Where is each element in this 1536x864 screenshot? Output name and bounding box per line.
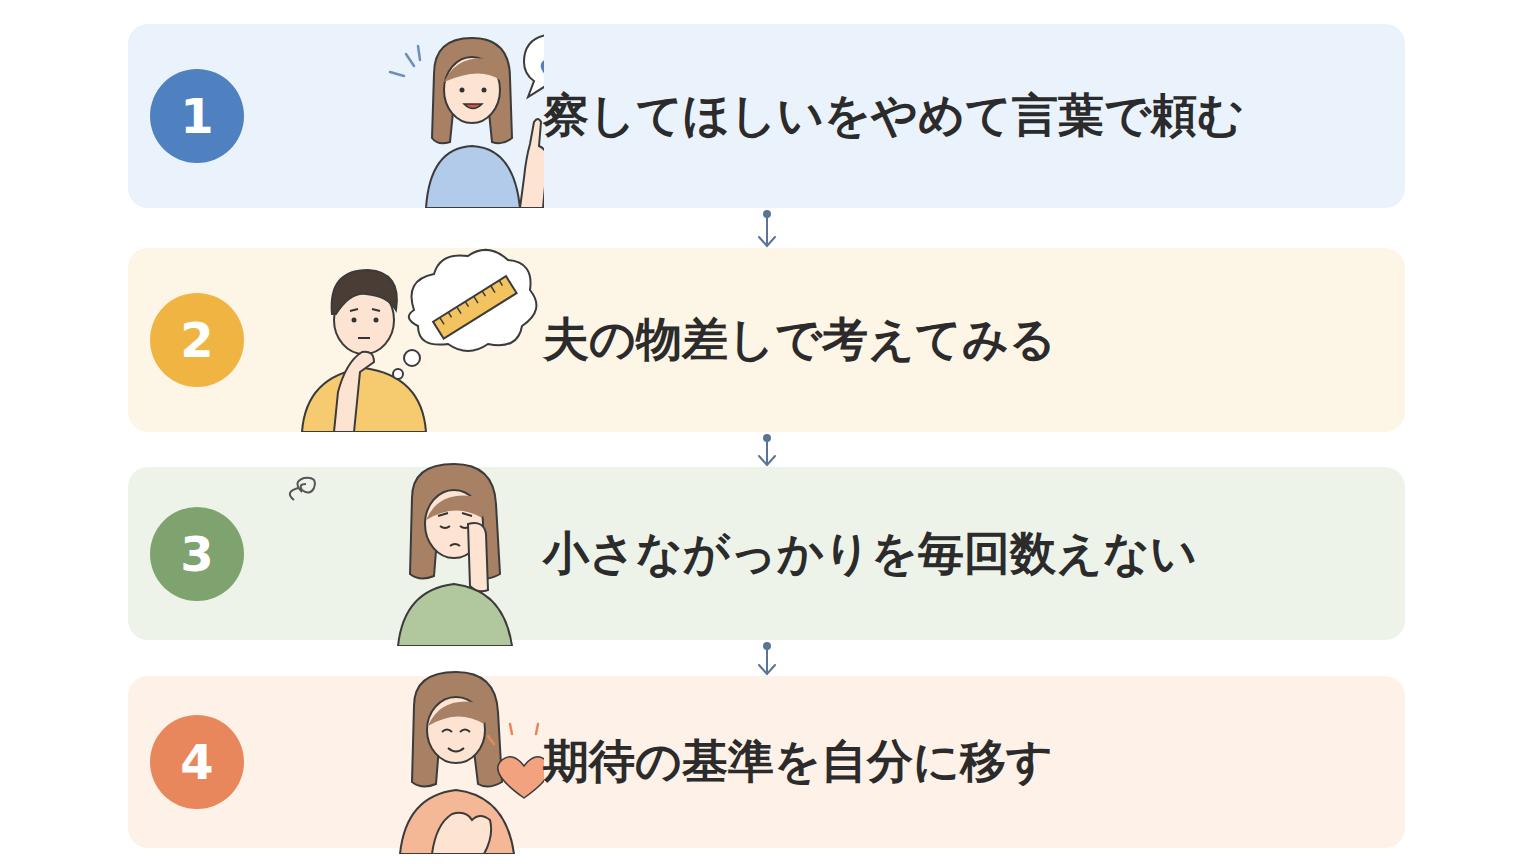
step-band: 小さながっかりを毎回数えない 3 bbox=[128, 467, 1405, 640]
step-number-circle: 2 bbox=[150, 293, 244, 387]
step-label: 小さながっかりを毎回数えない bbox=[543, 526, 1197, 581]
step-number-circle: 3 bbox=[150, 507, 244, 601]
flow-arrow bbox=[759, 210, 775, 246]
step-number-circle: 4 bbox=[150, 715, 244, 809]
flow-arrow bbox=[759, 434, 775, 465]
callout-number: 4 bbox=[180, 738, 213, 786]
step-label: 期待の基準を自分に移す bbox=[543, 734, 1053, 789]
step-label: 察してほしいをやめて言葉で頼む bbox=[543, 88, 1244, 143]
man-thinking-illustration bbox=[264, 248, 544, 432]
callout-number: 1 bbox=[180, 92, 213, 140]
callout-number: 2 bbox=[180, 316, 213, 364]
callout-number: 3 bbox=[180, 530, 213, 578]
step-band: 夫の物差しで考えてみる 2 bbox=[128, 248, 1405, 432]
woman-worried-illustration bbox=[264, 462, 544, 646]
step-band: 察してほしいをやめて言葉で頼む 1 bbox=[128, 24, 1405, 208]
step-label: 夫の物差しで考えてみる bbox=[543, 312, 1056, 367]
woman-smiling-illustration bbox=[264, 670, 544, 854]
flow-arrow bbox=[759, 642, 775, 674]
step-band: 期待の基準を自分に移す 4 bbox=[128, 676, 1405, 848]
step-number-circle: 1 bbox=[150, 69, 244, 163]
woman-pointing-illustration bbox=[264, 24, 544, 208]
